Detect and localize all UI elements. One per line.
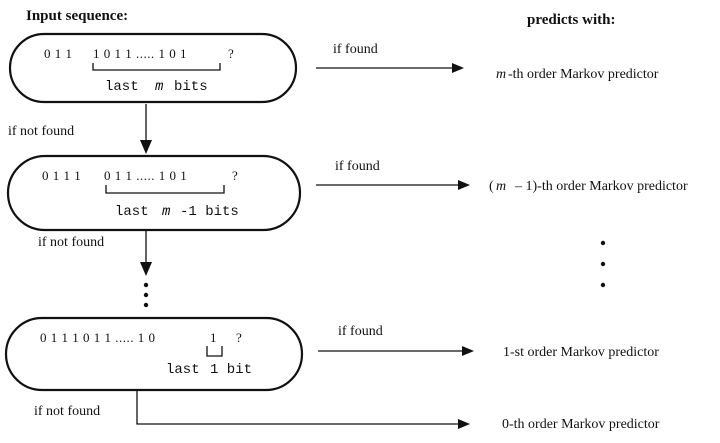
stage-1-sequence-prefix: 0 1 1 — [44, 46, 73, 61]
stage-2-bracket — [105, 185, 225, 194]
not-found-arrowhead-2 — [140, 262, 152, 276]
stage-1-caption-var: m — [155, 79, 164, 95]
stage-2-question-mark: ? — [232, 168, 238, 183]
vertical-ellipsis-right — [600, 240, 606, 288]
stage-3-sequence-prefix: 0 1 1 1 0 1 1 ..... 1 0 — [40, 330, 156, 345]
stage-2-predictor-var: m — [496, 179, 506, 194]
stage-1-if-found-label: if found — [333, 42, 378, 57]
stage-2-sequence-prefix: 0 1 1 1 — [42, 168, 81, 183]
input-sequence-title: Input sequence: — [26, 8, 128, 24]
stage-3-found-arrowhead — [462, 346, 474, 356]
not-found-label-1: if not found — [8, 124, 74, 139]
stage-3-caption-prefix: last — [166, 362, 200, 378]
stage-3-box — [4, 316, 304, 392]
vertical-ellipsis-left — [143, 282, 149, 308]
stage-1: 0 1 1 1 0 1 1 ..... 1 0 1 ? last m bits — [8, 32, 298, 104]
predicts-with-title: predicts with: — [527, 12, 615, 28]
not-found-arrow-final — [136, 391, 458, 425]
not-found-arrowhead-final — [458, 419, 470, 429]
stage-2-predictor-open: ( — [489, 179, 494, 194]
stage-2-sequence-body: 0 1 1 ..... 1 0 1 — [104, 168, 187, 183]
stage-3-sequence-last-bit: 1 — [210, 330, 217, 345]
stage-1-sequence-body: 1 0 1 1 ..... 1 0 1 — [93, 46, 187, 61]
stage-2-found-arrowhead — [458, 180, 470, 190]
stage-1-predictor-label: -th order Markov predictor — [508, 67, 659, 82]
final-predictor-label: 0-th order Markov predictor — [502, 417, 660, 432]
stage-3-bracket — [206, 346, 223, 357]
stage-3: 0 1 1 1 0 1 1 ..... 1 0 1 ? last 1 bit — [4, 316, 304, 392]
stage-2: 0 1 1 1 0 1 1 ..... 1 0 1 ? last m -1 bi… — [6, 154, 302, 232]
stage-3-if-found-label: if found — [338, 324, 383, 339]
stage-2-predictor-label: – 1)-th order Markov predictor — [514, 179, 688, 194]
stage-2-caption-var: m — [162, 204, 171, 220]
not-found-label-3: if not found — [34, 404, 100, 419]
stage-3-caption-suffix: 1 bit — [210, 362, 252, 378]
stage-1-box — [8, 32, 298, 104]
stage-1-question-mark: ? — [228, 46, 234, 61]
stage-2-caption-suffix: -1 bits — [180, 204, 239, 220]
stage-3-predictor-label: 1-st order Markov predictor — [503, 345, 659, 360]
stage-1-caption-suffix: bits — [174, 79, 208, 95]
not-found-arrowhead-1 — [140, 140, 152, 154]
stage-3-question-mark: ? — [236, 330, 242, 345]
stage-2-caption-prefix: last — [115, 204, 149, 220]
stage-1-found-arrowhead — [452, 63, 464, 73]
stage-2-if-found-label: if found — [335, 159, 380, 174]
stage-1-bracket — [92, 63, 221, 71]
stage-1-predictor-var: m — [496, 67, 506, 82]
stage-1-caption-prefix: last — [105, 79, 139, 95]
not-found-label-2: if not found — [38, 235, 104, 250]
